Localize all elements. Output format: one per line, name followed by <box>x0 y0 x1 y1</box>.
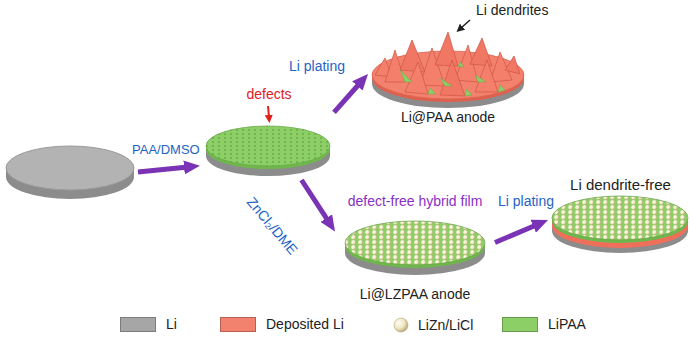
reagent-label: Li plating <box>288 58 346 75</box>
stage-node: defects <box>204 86 334 180</box>
reagent-label: ZnCl₂/DME <box>242 193 301 259</box>
process-arrow <box>302 180 329 221</box>
stage-node: Li dendrite-free <box>548 176 693 256</box>
lipaa-disc <box>206 126 330 176</box>
legend-entry: LiPAA <box>502 316 586 332</box>
dendrite-disc <box>372 32 524 108</box>
stage-node: Li@PAA anode <box>368 22 528 126</box>
callout-label: Li dendrites <box>476 2 548 19</box>
legend-text: LiZn/LiCl <box>418 317 473 333</box>
legend-swatch <box>120 317 156 332</box>
reagent-label: Li plating <box>497 193 555 210</box>
legend-text: Li <box>166 316 177 332</box>
lzpaa-disc <box>345 221 485 275</box>
dendrite-free-disc <box>552 196 688 253</box>
legend-text: Deposited Li <box>266 316 344 332</box>
node-name: Li@PAA anode <box>401 109 495 126</box>
node-name: Li@LZPAA anode <box>360 286 470 303</box>
callout-arrow <box>461 20 470 28</box>
legend-entry: Deposited Li <box>220 316 344 332</box>
li-disc <box>6 146 134 199</box>
legend-entry: Li <box>120 316 177 332</box>
stage-node: defect-free hybrid filmLi@LZPAA anode <box>335 193 495 303</box>
sphere-symbol <box>392 316 410 334</box>
legend-swatch <box>502 317 538 332</box>
legend-swatch <box>220 317 256 332</box>
legend-text: LiPAA <box>548 316 586 332</box>
process-arrow <box>495 225 537 243</box>
callout-arrow <box>268 106 269 117</box>
node-heading: defect-free hybrid film <box>348 193 483 210</box>
legend-entry: LiZn/LiCl <box>392 316 473 334</box>
reagent-label: PAA/DMSO <box>132 142 200 158</box>
node-heading: defects <box>246 86 291 103</box>
node-heading: Li dendrite-free <box>570 176 671 194</box>
process-arrow <box>138 167 188 172</box>
process-arrow <box>334 83 360 112</box>
